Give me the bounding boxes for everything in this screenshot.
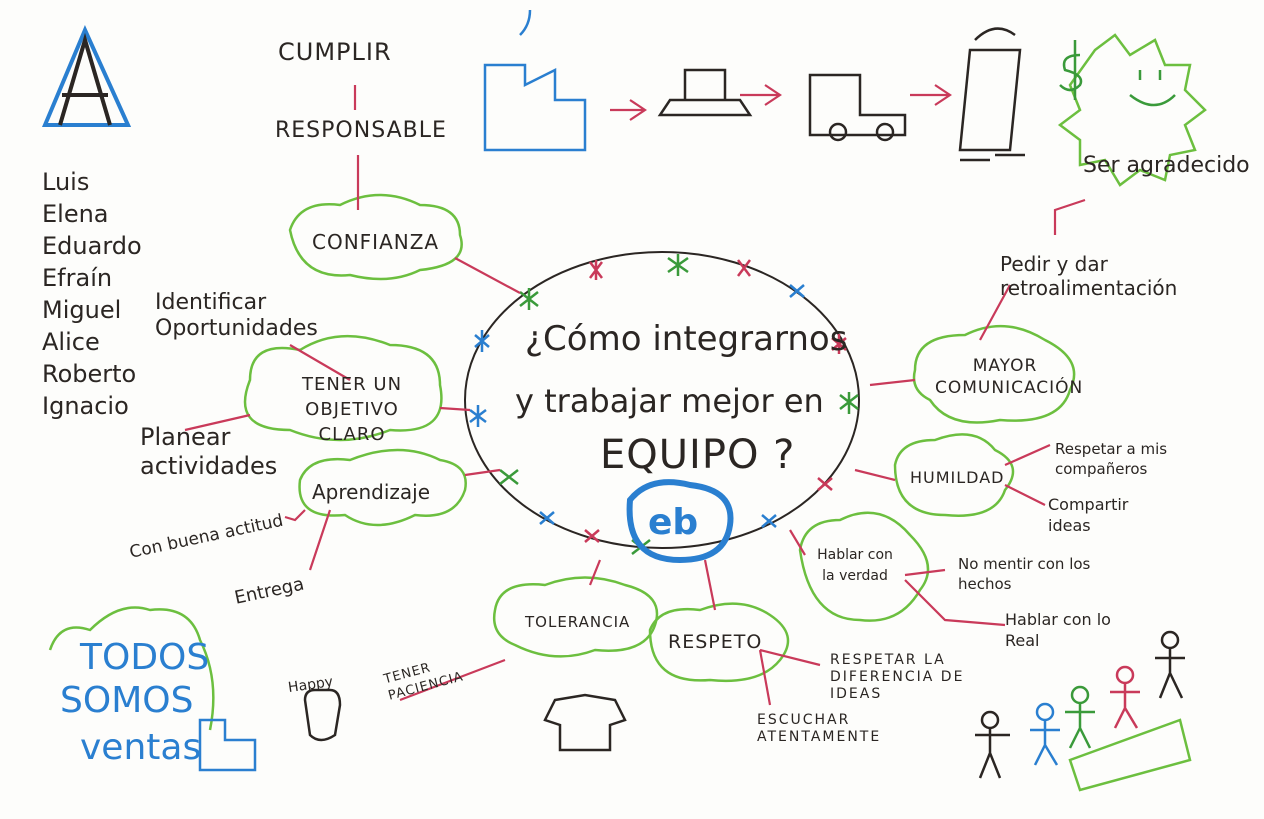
central-question-line2: y trabajar mejor en <box>515 382 824 420</box>
eb-logo-icon <box>626 479 734 564</box>
factory-icon <box>483 63 587 152</box>
team-names-list: Luis Elena Eduardo Efraín Miguel Alice R… <box>42 170 142 426</box>
cloud-shapes <box>48 33 1207 792</box>
computer-icon <box>657 68 753 117</box>
respetar-diferencia-label: Respetar la diferencia de ideas <box>830 652 965 702</box>
compartir-ideas-label: Compartir ideas <box>1048 495 1129 535</box>
no-mentir-label: No mentir con los hechos <box>958 555 1091 593</box>
truck-icon <box>808 73 907 137</box>
team-name: Miguel <box>42 296 122 324</box>
slogan-line2: SOMOS <box>60 680 194 721</box>
confianza-node: CONFIANZA <box>312 230 440 254</box>
hablar-real-label: Hablar con lo Real <box>1005 610 1111 650</box>
respeto-node: Respeto <box>668 631 763 653</box>
dollar-icon <box>1059 40 1083 100</box>
star-icons <box>469 254 859 555</box>
ser-agradecido-label: Ser agradecido <box>1083 153 1250 178</box>
process-illustrations <box>198 9 1176 772</box>
identificar-oportunidades-label: Identificar Oportunidades <box>155 290 318 342</box>
team-name: Alice <box>42 328 100 356</box>
stick-figures-icon <box>975 630 1185 779</box>
team-name: Efraín <box>42 264 113 292</box>
team-name: Ignacio <box>42 392 129 420</box>
eb-box-icon <box>198 718 257 772</box>
slogan-line3: ventas <box>80 727 202 768</box>
objetivo-claro-node: Tener un objetivo claro <box>301 374 403 446</box>
planear-actividades-label: Planear actividades <box>140 423 278 480</box>
team-name: Roberto <box>42 360 137 388</box>
retroalimentacion-label: Pedir y dar retroalimentación <box>1000 252 1178 300</box>
happy-face-icon <box>303 688 342 742</box>
central-question-line1: ¿Cómo integrarnos <box>525 319 848 359</box>
respetar-companeros-label: Respetar a mis compañeros <box>1055 440 1168 478</box>
tshirt-icon <box>543 693 627 752</box>
team-name: Luis <box>42 168 90 196</box>
a-logo-icon <box>41 25 132 127</box>
central-question-line3: equipo ? <box>600 432 796 478</box>
aprendizaje-node: Aprendizaje <box>312 480 431 504</box>
smiley-icon <box>1129 70 1176 107</box>
mayor-comunicacion-node: Mayor comunicación <box>935 356 1084 399</box>
hablar-verdad-node: Hablar con la verdad <box>817 547 893 584</box>
responsable-label: RESPONSABLE <box>275 118 447 143</box>
tolerancia-node: Tolerancia <box>525 613 631 631</box>
slogan-line1: TODOS <box>80 637 210 678</box>
humildad-node: Humildad <box>910 468 1005 487</box>
cumplir-label: CUMPLIR <box>278 38 392 66</box>
worker-icon <box>958 27 1025 162</box>
team-name: Elena <box>42 200 109 228</box>
escuchar-atentamente-label: Escuchar atentamente <box>757 712 882 745</box>
connector-lines <box>184 84 1086 706</box>
central-ellipse <box>464 251 860 549</box>
team-name: Eduardo <box>42 232 142 260</box>
eb-logo-text: eb <box>648 502 699 543</box>
